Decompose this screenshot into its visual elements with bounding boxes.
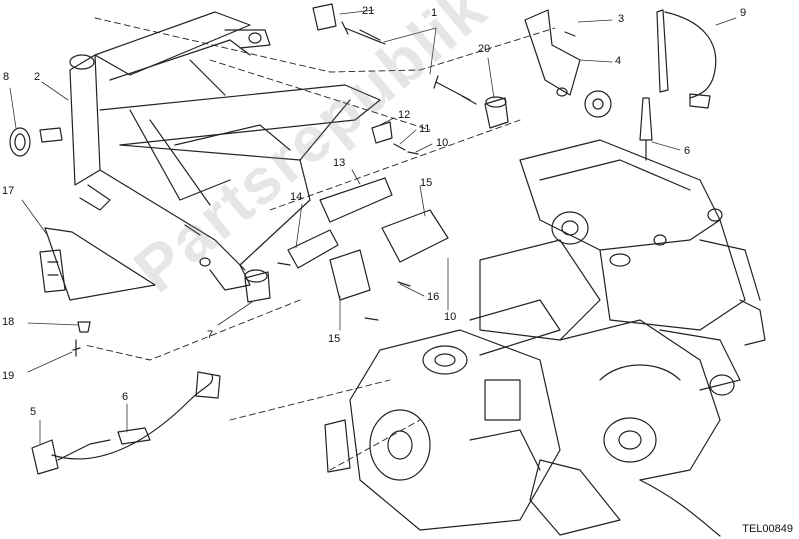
screw-part-16	[397, 281, 411, 287]
screw-part-3	[564, 31, 576, 37]
callout-2: 2	[34, 71, 41, 83]
rubber-part-20	[484, 97, 509, 129]
callout-15-upper: 15	[420, 177, 433, 189]
screw-part-10	[407, 151, 419, 155]
callout-7: 7	[207, 329, 214, 341]
callout-14: 14	[290, 191, 303, 203]
callout-13: 13	[333, 157, 346, 169]
callout-leader-lines	[9, 9, 737, 445]
callout-4: 4	[615, 55, 622, 67]
callout-10-lower: 10	[444, 311, 457, 323]
callout-18: 18	[2, 316, 15, 328]
callout-8: 8	[3, 71, 10, 83]
spark-plug-cap-part-9	[656, 9, 669, 93]
rubber-mount-part-7	[244, 271, 271, 303]
callout-17: 17	[2, 185, 15, 197]
callout-6-lower: 6	[122, 391, 129, 403]
spark-plug-cap-part-5	[31, 439, 59, 475]
bracket-part-15	[381, 209, 449, 263]
callout-11: 11	[419, 123, 431, 135]
grommet-part-8	[9, 127, 31, 157]
gear-icon	[584, 90, 612, 118]
callout-10-upper: 10	[436, 137, 449, 149]
callout-16: 16	[427, 291, 440, 303]
callout-20: 20	[478, 43, 491, 55]
spark-plug-part-6	[639, 97, 653, 141]
callout-19: 19	[2, 370, 15, 382]
callout-12: 12	[398, 109, 411, 121]
frame-part	[39, 11, 381, 291]
callout-5: 5	[30, 406, 37, 418]
bolt-part-11	[393, 143, 406, 151]
bracket-part-4	[524, 9, 581, 96]
bracket-part-17	[44, 227, 156, 301]
rubber-part-21	[312, 3, 337, 31]
drawing-code: TEL00849	[742, 523, 793, 535]
callout-3: 3	[618, 13, 625, 25]
screw-part-19	[72, 339, 81, 357]
callout-15-lower: 15	[328, 333, 341, 345]
coil-bracket-part-13	[319, 177, 393, 223]
callout-6-upper: 6	[684, 145, 691, 157]
bolt-part-1	[433, 75, 477, 105]
bushing-part-12	[371, 121, 393, 144]
dashed-guide-lines	[84, 17, 556, 471]
clip-part-18	[77, 321, 91, 333]
spark-plug-part-6-lower	[117, 427, 151, 445]
ignition-coil	[329, 249, 371, 301]
engine-assembly	[324, 139, 766, 537]
callout-9: 9	[740, 7, 747, 19]
callout-21: 21	[362, 5, 375, 17]
callout-1: 1	[431, 7, 438, 19]
